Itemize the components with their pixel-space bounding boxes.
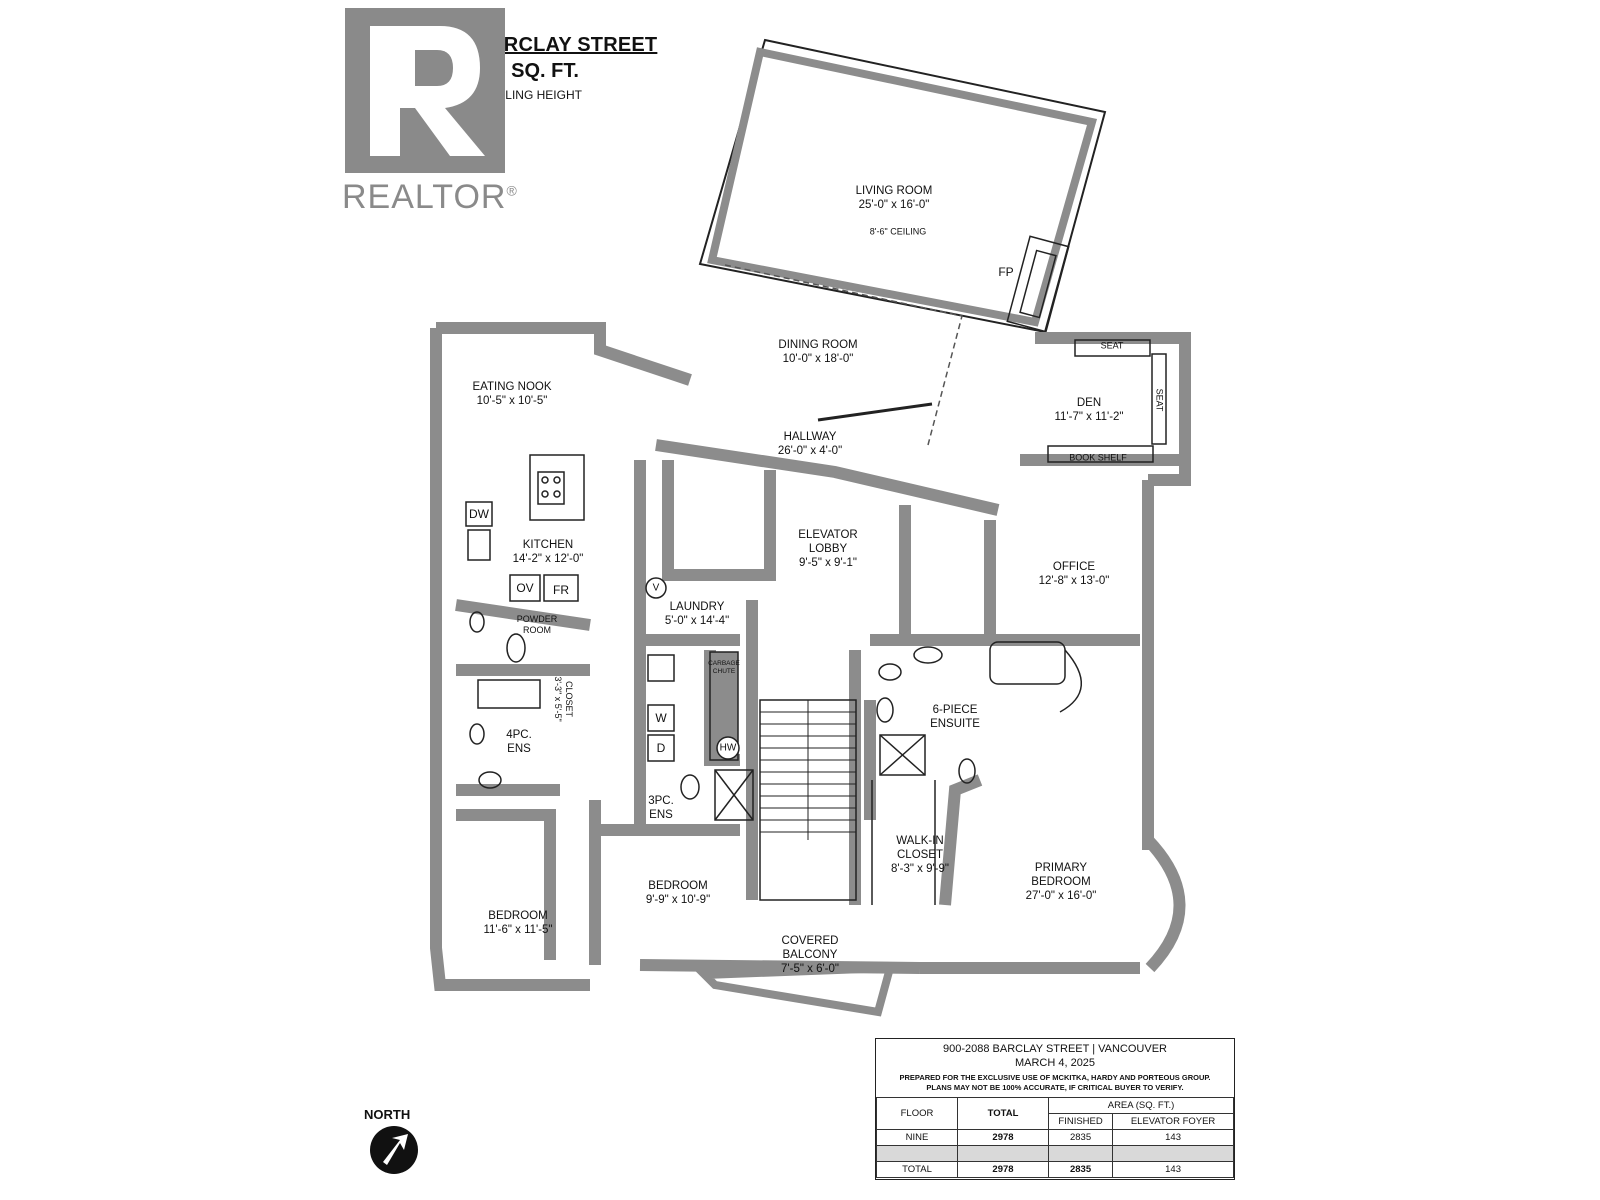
label-seat-top: SEAT xyxy=(1100,340,1124,351)
col-floor: FLOOR xyxy=(876,1097,958,1130)
label-living-ceiling: 8'-6" CEILING xyxy=(869,226,927,237)
info-note-accuracy: PLANS MAY NOT BE 100% ACCURATE, IF CRITI… xyxy=(926,1083,1184,1092)
label-book-shelf: BOOK SHELF xyxy=(1069,452,1127,463)
realtor-wordmark: REALTOR® xyxy=(342,178,518,216)
label-fireplace: FP xyxy=(998,265,1014,279)
col-finished: FINISHED xyxy=(1047,1113,1114,1130)
info-note-prepared: PREPARED FOR THE EXCLUSIVE USE OF MCKITK… xyxy=(899,1073,1211,1082)
realtor-logo-icon xyxy=(345,8,505,173)
label-4pc-ensuite: 4PC.ENS xyxy=(506,729,532,755)
info-address: 900-2088 BARCLAY STREET | VANCOUVER xyxy=(943,1043,1167,1055)
north-label: NORTH xyxy=(364,1107,411,1122)
label-dryer: D xyxy=(656,741,666,755)
label-fridge: FR xyxy=(553,583,569,597)
table-row: NINE 2978 2835 143 xyxy=(876,1129,1234,1146)
dining-room-dashed xyxy=(724,264,963,446)
label-seat-side: SEAT xyxy=(1154,388,1165,412)
table-row-total: TOTAL 2978 2835 143 xyxy=(876,1161,1234,1178)
table-row-spacer xyxy=(876,1145,1234,1162)
col-area: AREA (SQ. FT.) xyxy=(1048,1097,1234,1114)
north-arrow-icon xyxy=(370,1126,418,1174)
area-table: FLOOR TOTAL AREA (SQ. FT.) FINISHED ELEV… xyxy=(876,1097,1234,1178)
label-vent: V xyxy=(652,582,660,594)
info-date: MARCH 4, 2025 xyxy=(1014,1057,1096,1069)
label-washer: W xyxy=(655,711,667,725)
label-hot-water: HW xyxy=(719,742,737,754)
col-elevator-foyer: ELEVATOR FOYER xyxy=(1112,1113,1234,1130)
plan-info-table: 900-2088 BARCLAY STREET | VANCOUVER MARC… xyxy=(875,1038,1235,1180)
label-oven: OV xyxy=(516,581,534,595)
label-3pc-ensuite: 3PC.ENS xyxy=(648,795,674,821)
col-total: TOTAL xyxy=(957,1097,1049,1130)
label-dishwasher: DW xyxy=(469,507,489,521)
